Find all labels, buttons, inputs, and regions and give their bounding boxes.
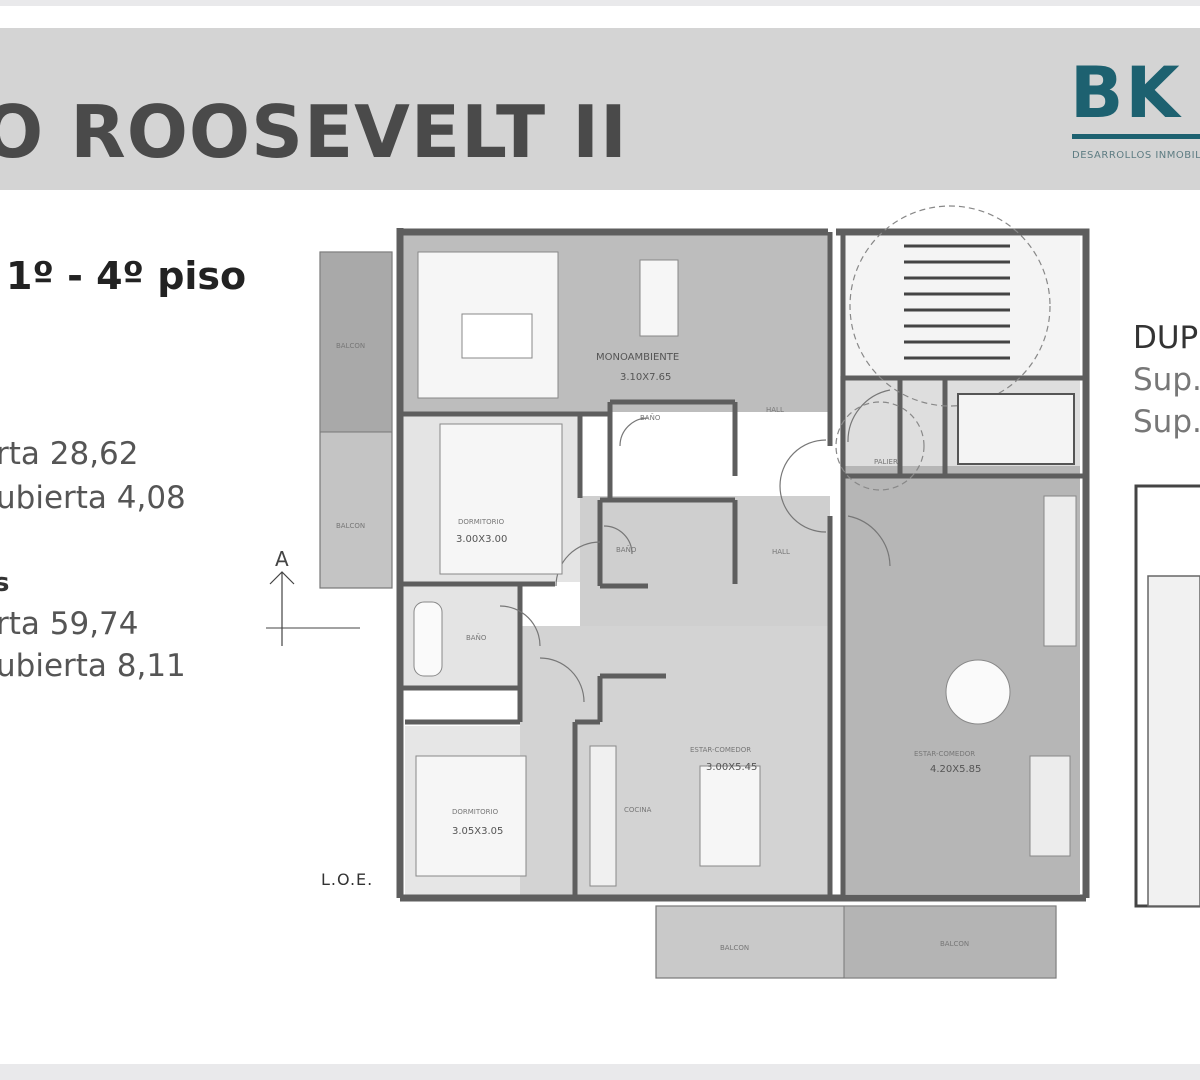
cocina-counter (589, 745, 617, 887)
label-estar-2: ESTAR-COMEDOR (914, 750, 975, 758)
floor-plan-sheet: O ROOSEVELT II BK DESARROLLOS INMOBIL 1º… (0, 6, 1200, 1064)
label-hall-2: HALL (772, 548, 790, 556)
kitchen-counter-2 (1043, 495, 1077, 647)
loe-label: L.O.E. (321, 870, 374, 889)
label-bano-1: BAÑO (640, 413, 661, 422)
north-arrow: A (266, 547, 360, 646)
label-cocina: COCINA (624, 806, 652, 814)
bed-dormitorio-1 (439, 423, 563, 575)
label-balcony-bottom-right: BALCON (940, 940, 969, 948)
logo-subtitle: DESARROLLOS INMOBIL (1072, 150, 1200, 161)
table-monoambiente (639, 259, 679, 337)
label-dormitorio-1-dim: 3.00X3.00 (456, 534, 507, 545)
label-dormitorio-2: DORMITORIO (452, 808, 499, 816)
project-title: O ROOSEVELT II (0, 90, 628, 174)
table-estar-2 (945, 659, 1011, 725)
area-stat-4: ubierta 8,11 (0, 648, 186, 684)
brand-logo: BK (1070, 52, 1182, 134)
elevator (957, 393, 1075, 465)
label-balcony-bottom-left: BALCON (720, 944, 749, 952)
floor-hall (580, 496, 830, 626)
staircase (904, 244, 1010, 360)
area-stat-2: ubierta 4,08 (0, 480, 186, 516)
title-banner (0, 28, 1200, 190)
unit-section-label: s (0, 568, 10, 598)
table-estar-1 (699, 765, 761, 867)
balcony-left-top-label: BALCON (336, 342, 365, 350)
logo-underline (1072, 134, 1200, 139)
label-dormitorio-2-dim: 3.05X3.05 (452, 826, 503, 837)
door-swings (499, 389, 891, 703)
bed-dormitorio-2 (415, 755, 527, 877)
label-palier: PALIER (874, 458, 898, 466)
duplex-sup-2: Sup. (1133, 404, 1200, 440)
label-estar-1-dim: 3.00X5.45 (706, 762, 757, 773)
label-monoambiente: MONOAMBIENTE (596, 352, 679, 363)
label-bano-2: BAÑO (616, 545, 637, 554)
label-monoambiente-dim: 3.10X7.65 (620, 372, 671, 383)
label-hall-1: HALL (766, 406, 784, 414)
palier-turn-radius (835, 401, 925, 491)
north-arrow-letter: A (275, 547, 289, 571)
area-stat-1: rta 28,62 (0, 436, 139, 472)
label-estar-2-dim: 4.20X5.85 (930, 764, 981, 775)
bed-monoambiente (417, 251, 559, 399)
bathtub (413, 601, 443, 677)
exterior-walls (396, 228, 1090, 902)
label-bano-3: BAÑO (466, 633, 487, 642)
duplex-sup-1: Sup. (1133, 362, 1200, 398)
area-stat-3: rta 59,74 (0, 606, 139, 642)
label-estar-1: ESTAR-COMEDOR (690, 746, 751, 754)
floor-range-label: 1º - 4º piso (6, 254, 247, 298)
balcony-left-bottom-label: BALCON (336, 522, 365, 530)
floor-plan-drawing: A BALCON BALCON (266, 205, 1200, 979)
stair-turn-radius (849, 205, 1051, 407)
floor-stairs (840, 236, 1080, 376)
duplex-heading: DUP (1133, 320, 1199, 356)
label-dormitorio-1: DORMITORIO (458, 518, 505, 526)
interior-walls (400, 232, 1086, 898)
sofa-estar-2 (1029, 755, 1071, 857)
